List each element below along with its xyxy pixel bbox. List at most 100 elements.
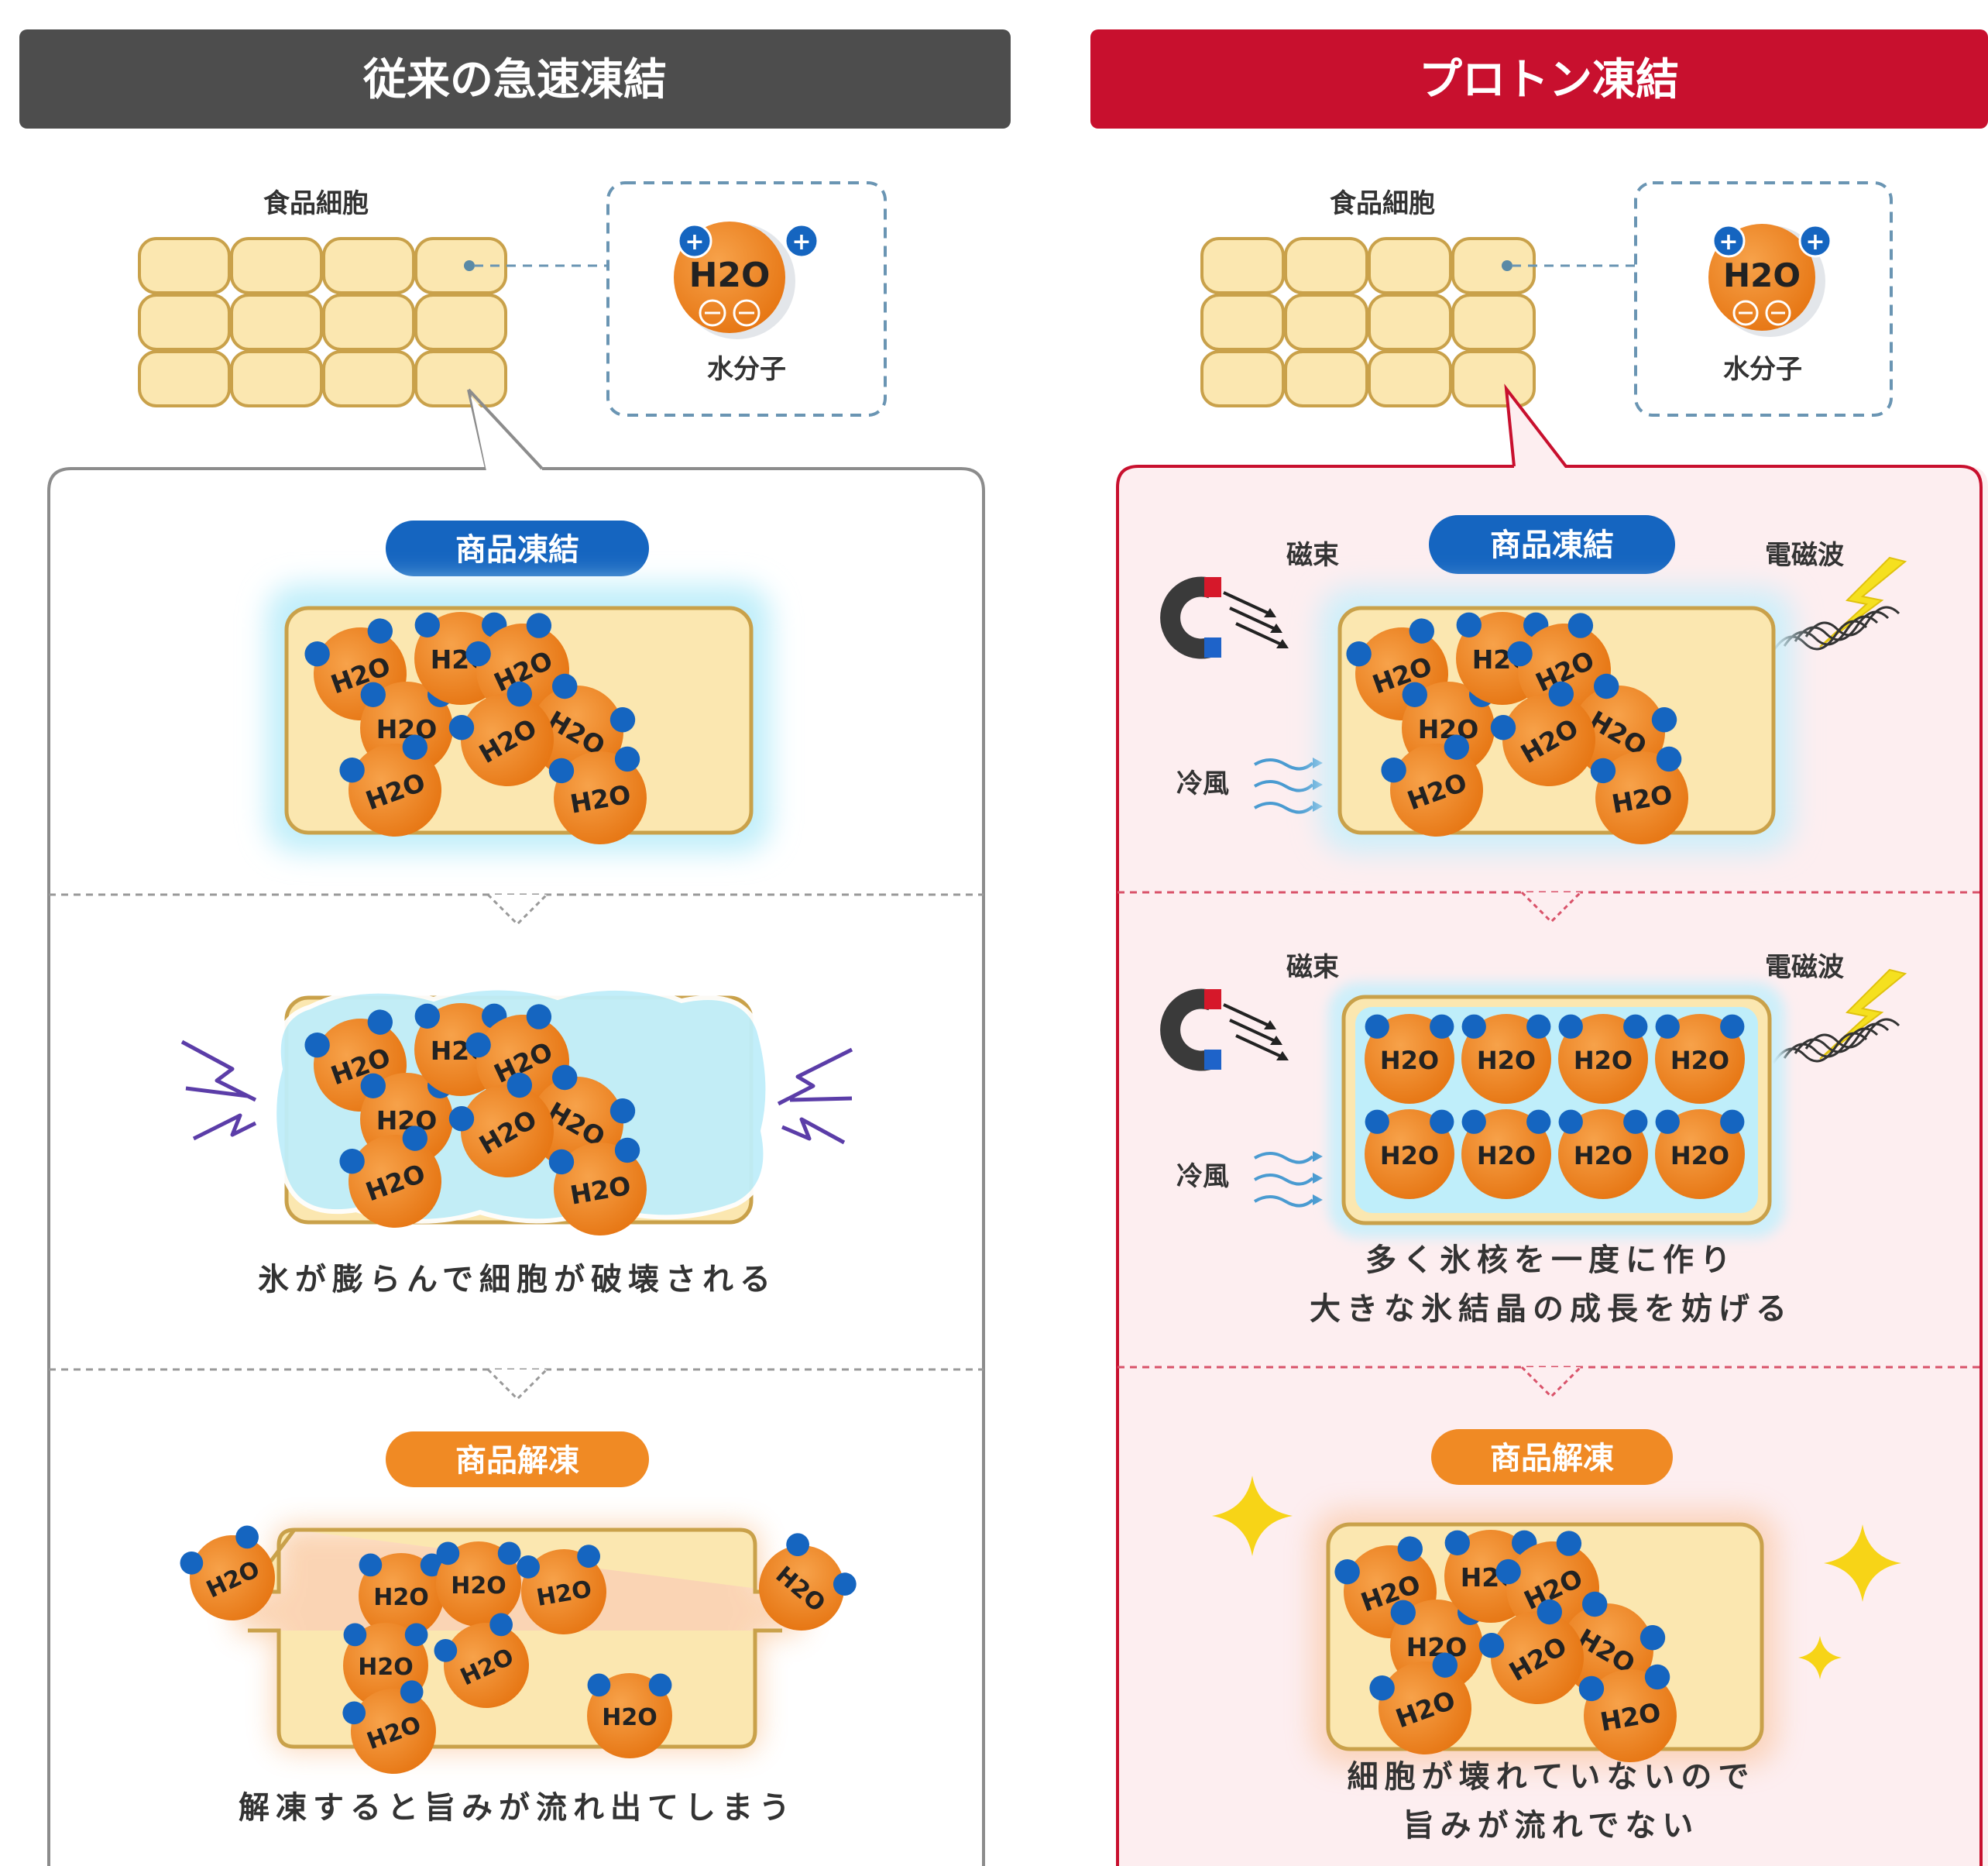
right-cold-air-label-2: 冷風 [1176,1161,1229,1192]
svg-text:H2O: H2O [602,1704,657,1731]
water-molecule: H2O [1365,1109,1454,1199]
water-molecule: H2O [1365,1014,1454,1104]
molecule-formula: H2O [1723,256,1801,294]
left-badge-freeze-label: 商品凍結 [455,532,579,568]
svg-text:H2O: H2O [1477,1046,1536,1075]
svg-text:H2O: H2O [1380,1046,1439,1075]
left-caption-thaw: 解凍すると旨みが流れ出てしまう [239,1790,796,1826]
food-cell [414,350,507,407]
water-molecule: H2O [448,1072,554,1177]
food-cell [322,237,415,294]
left-header-bar [19,29,1011,129]
right-panel-frame [1116,383,1983,1866]
water-molecule: H2O [1369,1652,1471,1754]
svg-text:H2O: H2O [1670,1141,1729,1170]
water-molecule: H2O [343,1623,428,1708]
food-cell [1368,350,1452,407]
svg-text:H2O: H2O [1380,1141,1439,1170]
food-cell [1368,237,1452,294]
water-molecule: H2O [1590,746,1688,844]
left-crack-mark-right [777,1047,853,1145]
food-cell [1451,294,1536,351]
water-molecule: H2O [1478,1599,1584,1704]
water-molecule: H2O [517,1545,606,1634]
food-cell [1284,294,1368,351]
minus-charge-icon [1732,300,1759,326]
svg-text:+: + [791,229,811,256]
food-cell [1200,294,1285,351]
left-header: 従来の急速凍結 [19,29,1011,129]
water-molecule: H2O [1381,734,1483,837]
right-caption-nuclei-line2: 大きな氷結晶の成長を妨げる [1310,1291,1793,1327]
svg-text:+: + [685,229,704,256]
svg-text:H2O: H2O [1670,1046,1729,1075]
right-food-cells-grid [1200,237,1536,407]
food-cell [138,237,231,294]
svg-text:+: + [1718,229,1738,256]
svg-text:H2O: H2O [1477,1141,1536,1170]
svg-text:H2O: H2O [451,1572,506,1600]
water-molecule: H2O [587,1673,672,1758]
left-badge-freeze [386,521,649,576]
molecule-formula: H2O [689,256,771,295]
right-caption-result-line2: 旨みが流れでない [1403,1808,1700,1844]
minus-charge-icon [733,299,761,327]
food-cell [414,294,507,351]
svg-text:H2O: H2O [373,1584,428,1611]
food-cell [322,294,415,351]
right-cell-pointer-dot [1502,260,1512,271]
left-panel-frame [47,467,985,1866]
water-molecule: H2O [548,746,647,844]
left-cell-pointer-dot [464,260,475,271]
plus-charge-icon [677,223,712,259]
right-title: プロトン凍結 [1419,55,1679,105]
sparkle-icon [1212,1476,1293,1556]
water-molecule: H2O [1490,681,1595,786]
food-cell [1451,350,1536,407]
right-water-label: 水分子 [1723,354,1802,385]
svg-text:H2O: H2O [358,1654,413,1681]
food-cell [1284,237,1368,294]
left-water-molecule: + + H2O 水分子 [674,222,819,385]
right-header-bar [1090,29,1988,129]
left-title: 従来の急速凍結 [362,55,667,105]
right-header: プロトン凍結 [1090,29,1988,129]
right-caption-nuclei-line1: 多く氷核を一度に作り [1365,1242,1737,1278]
right-water-molecule: + + H2O 水分子 [1708,224,1832,385]
right-badge-freeze [1429,515,1675,574]
water-molecule: H2O [1346,618,1448,720]
water-molecule: H2O [759,1533,857,1631]
food-cell [414,237,507,294]
right-cells-label: 食品細胞 [1330,188,1435,219]
food-cell [230,350,323,407]
food-cell [322,350,415,407]
water-molecule: H2O [1461,1014,1551,1104]
magnet-icon [1160,988,1289,1071]
right-magnetic-flux-label: 磁束 [1286,540,1339,571]
left-cells-label: 食品細胞 [263,188,369,219]
plus-charge-icon [1798,224,1832,258]
svg-text:+: + [1805,229,1825,256]
left-crack-mark-left [180,1040,257,1141]
water-molecule: H2O [436,1541,521,1627]
left-badge-thaw-label: 商品解凍 [455,1443,579,1479]
food-cell [230,294,323,351]
water-molecule: H2O [342,1680,436,1774]
wind-icon [1253,1151,1323,1208]
food-cell [230,237,323,294]
plus-charge-icon [1712,224,1746,258]
plus-charge-icon [784,223,819,259]
food-cell [1368,294,1452,351]
water-molecule: H2O [1558,1109,1648,1199]
left-water-label: 水分子 [707,354,786,385]
food-cell [1451,237,1536,294]
left-badge-thaw [386,1431,649,1487]
water-molecule: H2O [339,1125,441,1228]
left-caption-expand: 氷が膨らんで細胞が破壊される [258,1262,777,1297]
